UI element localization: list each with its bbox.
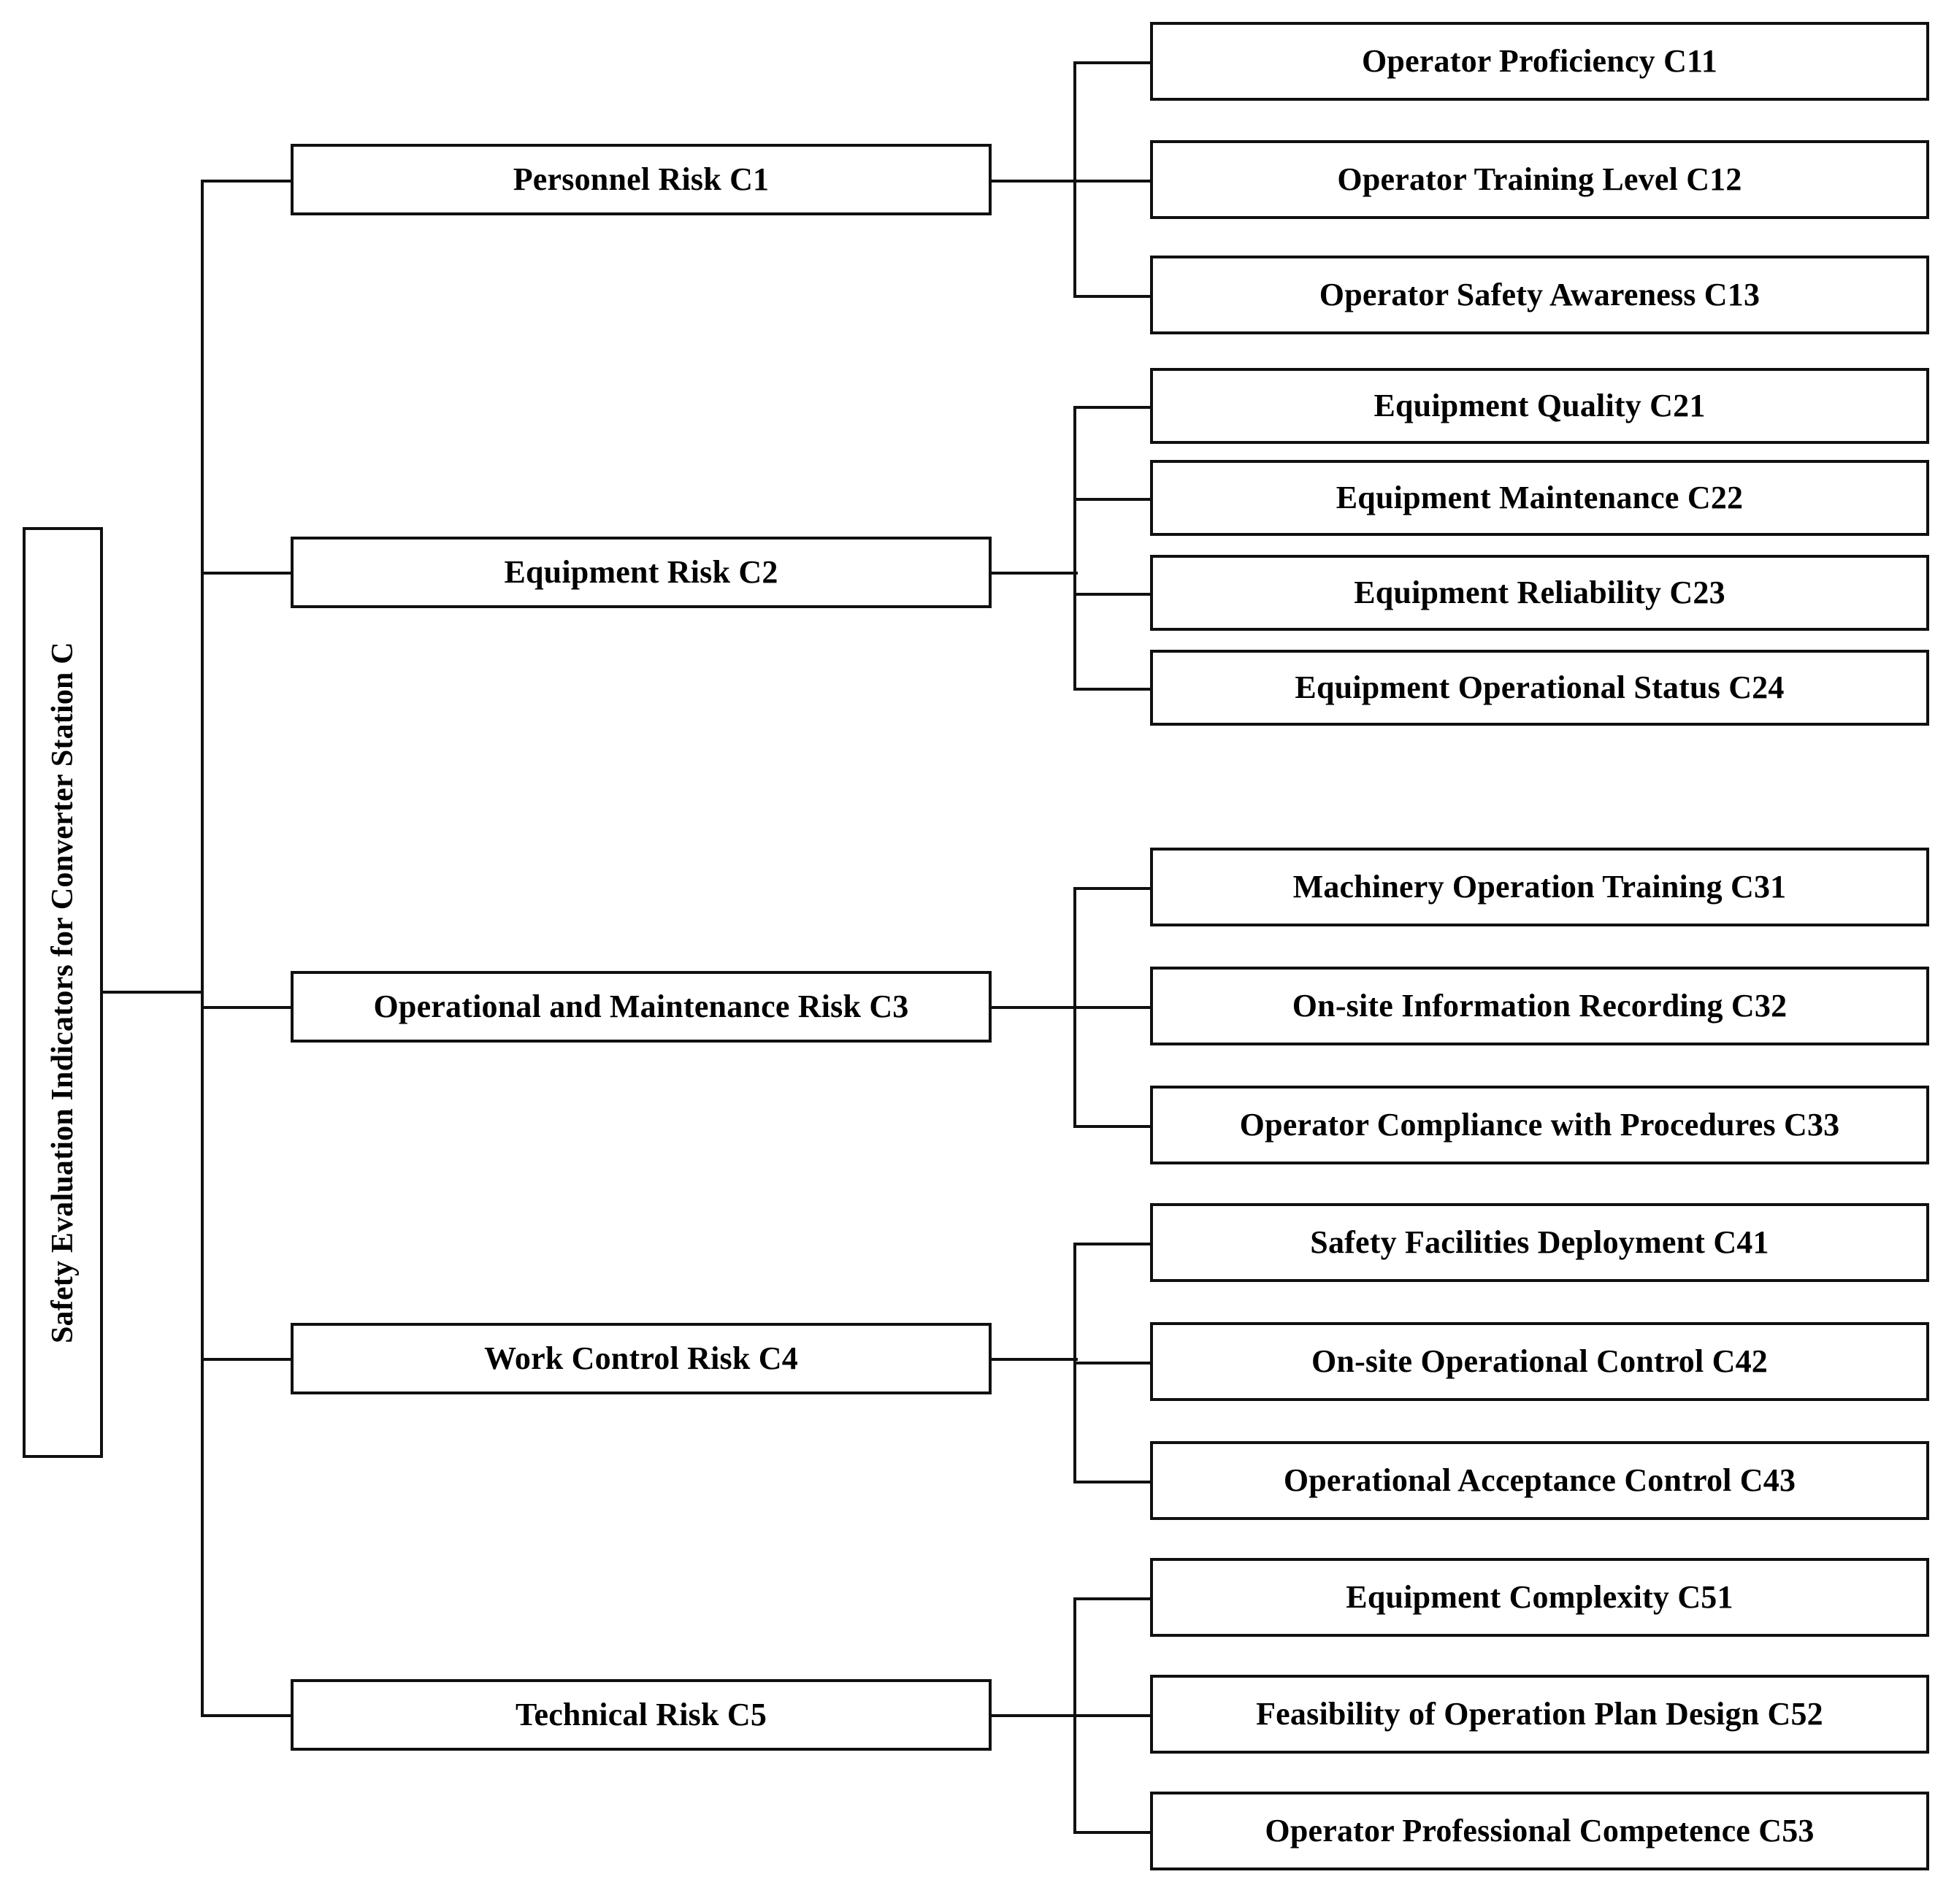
subcriteria-node-c11-label: Operator Proficiency C11	[1361, 42, 1718, 79]
subcriteria-node-c22-label: Equipment Maintenance C22	[1336, 479, 1744, 515]
connector-c4-to-c43	[1073, 1481, 1152, 1483]
connector-c4-to-c42	[1073, 1362, 1152, 1364]
connector-c3-to-c33	[1073, 1125, 1152, 1128]
connector-c1-to-c11	[1073, 61, 1152, 64]
connector-c2-to-c21	[1073, 406, 1152, 409]
subcriteria-node-c21-label: Equipment Quality C21	[1373, 387, 1706, 423]
connector-c1-to-c13	[1073, 295, 1152, 298]
subcriteria-node-c12[interactable]: Operator Training Level C12	[1150, 140, 1929, 219]
connector-main-trunk	[201, 181, 204, 1716]
subcriteria-node-c53-label: Operator Professional Competence C53	[1265, 1812, 1815, 1849]
root-node-safety-evaluation-indicators: Safety Evaluation Indicators for Convert…	[23, 527, 103, 1458]
subcriteria-node-c52[interactable]: Feasibility of Operation Plan Design C52	[1150, 1675, 1929, 1754]
connector-trunk-to-c1	[201, 180, 292, 183]
connector-c5-to-c51	[1073, 1597, 1152, 1600]
criteria-node-c2-label: Equipment Risk C2	[504, 553, 778, 590]
criteria-node-c5[interactable]: Technical Risk C5	[291, 1679, 992, 1751]
subcriteria-node-c21[interactable]: Equipment Quality C21	[1150, 368, 1929, 444]
subcriteria-node-c33-label: Operator Compliance with Procedures C33	[1239, 1106, 1840, 1143]
connector-c1-spine	[1073, 61, 1076, 295]
connector-c2-stem	[992, 572, 1078, 575]
connector-c3-stem	[992, 1006, 1078, 1009]
subcriteria-node-c42[interactable]: On-site Operational Control C42	[1150, 1322, 1929, 1401]
connector-c2-spine	[1073, 406, 1076, 691]
connector-c5-to-c52	[1073, 1714, 1152, 1717]
subcriteria-node-c32[interactable]: On-site Information Recording C32	[1150, 967, 1929, 1045]
connector-trunk-to-c4	[201, 1358, 292, 1361]
connector-trunk-to-c2	[201, 572, 292, 575]
connector-c3-to-c32	[1073, 1006, 1152, 1009]
subcriteria-node-c43-label: Operational Acceptance Control C43	[1283, 1462, 1796, 1498]
criteria-node-c2[interactable]: Equipment Risk C2	[291, 537, 992, 608]
subcriteria-node-c52-label: Feasibility of Operation Plan Design C52	[1256, 1695, 1823, 1732]
subcriteria-node-c32-label: On-site Information Recording C32	[1292, 987, 1788, 1024]
connector-c5-to-c53	[1073, 1831, 1152, 1834]
criteria-node-c4-label: Work Control Risk C4	[484, 1340, 798, 1376]
subcriteria-node-c51[interactable]: Equipment Complexity C51	[1150, 1558, 1929, 1637]
connector-c5-stem	[992, 1714, 1078, 1717]
connector-c3-to-c31	[1073, 887, 1152, 890]
connector-c2-to-c24	[1073, 688, 1152, 691]
subcriteria-node-c31[interactable]: Machinery Operation Training C31	[1150, 848, 1929, 926]
subcriteria-node-c12-label: Operator Training Level C12	[1337, 161, 1742, 197]
criteria-node-c3-label: Operational and Maintenance Risk C3	[373, 988, 909, 1024]
criteria-node-c1[interactable]: Personnel Risk C1	[291, 144, 992, 215]
connector-c2-to-c23	[1073, 593, 1152, 596]
connector-root-stem	[103, 991, 204, 994]
subcriteria-node-c24-label: Equipment Operational Status C24	[1295, 669, 1785, 705]
subcriteria-node-c13[interactable]: Operator Safety Awareness C13	[1150, 256, 1929, 334]
subcriteria-node-c41[interactable]: Safety Facilities Deployment C41	[1150, 1203, 1929, 1282]
subcriteria-node-c13-label: Operator Safety Awareness C13	[1319, 276, 1760, 312]
connector-trunk-to-c3	[201, 1006, 292, 1009]
subcriteria-node-c11[interactable]: Operator Proficiency C11	[1150, 22, 1929, 101]
subcriteria-node-c22[interactable]: Equipment Maintenance C22	[1150, 460, 1929, 536]
connector-trunk-to-c5	[201, 1714, 292, 1717]
connector-c1-to-c12	[1073, 180, 1152, 183]
connector-c4-to-c41	[1073, 1243, 1152, 1245]
criteria-node-c5-label: Technical Risk C5	[515, 1696, 767, 1732]
criteria-node-c4[interactable]: Work Control Risk C4	[291, 1323, 992, 1394]
connector-c1-stem	[992, 180, 1078, 183]
subcriteria-node-c23-label: Equipment Reliability C23	[1354, 574, 1725, 610]
criteria-node-c1-label: Personnel Risk C1	[513, 161, 770, 197]
connector-c4-stem	[992, 1358, 1078, 1361]
connector-c2-to-c22	[1073, 498, 1152, 501]
subcriteria-node-c51-label: Equipment Complexity C51	[1346, 1578, 1733, 1615]
subcriteria-node-c41-label: Safety Facilities Deployment C41	[1310, 1224, 1769, 1260]
subcriteria-node-c53[interactable]: Operator Professional Competence C53	[1150, 1792, 1929, 1870]
root-node-label: Safety Evaluation Indicators for Convert…	[45, 642, 80, 1343]
subcriteria-node-c23[interactable]: Equipment Reliability C23	[1150, 555, 1929, 631]
subcriteria-node-c33[interactable]: Operator Compliance with Procedures C33	[1150, 1086, 1929, 1164]
criteria-node-c3[interactable]: Operational and Maintenance Risk C3	[291, 971, 992, 1043]
subcriteria-node-c42-label: On-site Operational Control C42	[1311, 1343, 1769, 1379]
subcriteria-node-c43[interactable]: Operational Acceptance Control C43	[1150, 1441, 1929, 1520]
subcriteria-node-c31-label: Machinery Operation Training C31	[1292, 868, 1787, 905]
subcriteria-node-c24[interactable]: Equipment Operational Status C24	[1150, 650, 1929, 726]
